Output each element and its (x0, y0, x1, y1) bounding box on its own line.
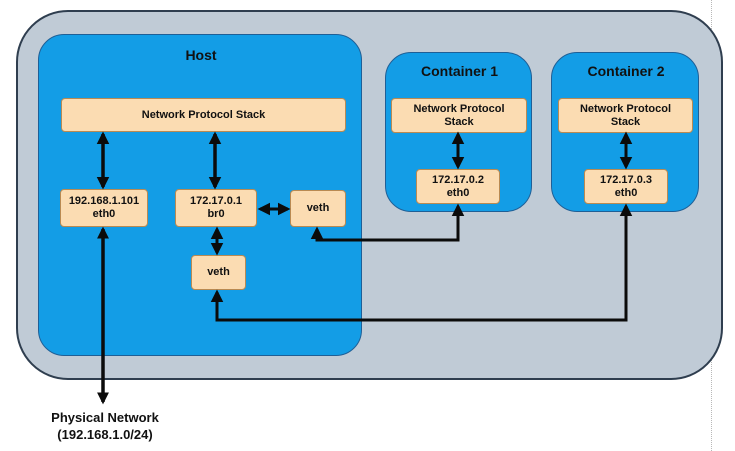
container-2-network-protocol-stack: Network Protocol Stack (558, 98, 693, 133)
host-title: Host (185, 47, 217, 63)
container-1-eth0-interface: 172.17.0.2 eth0 (416, 169, 500, 204)
physical-network-title: Physical Network (51, 410, 159, 425)
physical-network-label: Physical Network (192.168.1.0/24) (30, 409, 180, 443)
host-network-protocol-stack: Network Protocol Stack (61, 98, 346, 132)
veth-pair-link-container-2 (210, 203, 633, 322)
container-2-title: Container 2 (587, 63, 665, 79)
container-1-title: Container 1 (420, 63, 498, 79)
host-eth0-interface: 192.168.1.101 eth0 (60, 189, 148, 227)
veth-pair-link-container-1 (310, 203, 465, 242)
container-1-network-protocol-stack: Network Protocol Stack (391, 98, 527, 133)
physical-network-subnet: (192.168.1.0/24) (57, 427, 153, 442)
